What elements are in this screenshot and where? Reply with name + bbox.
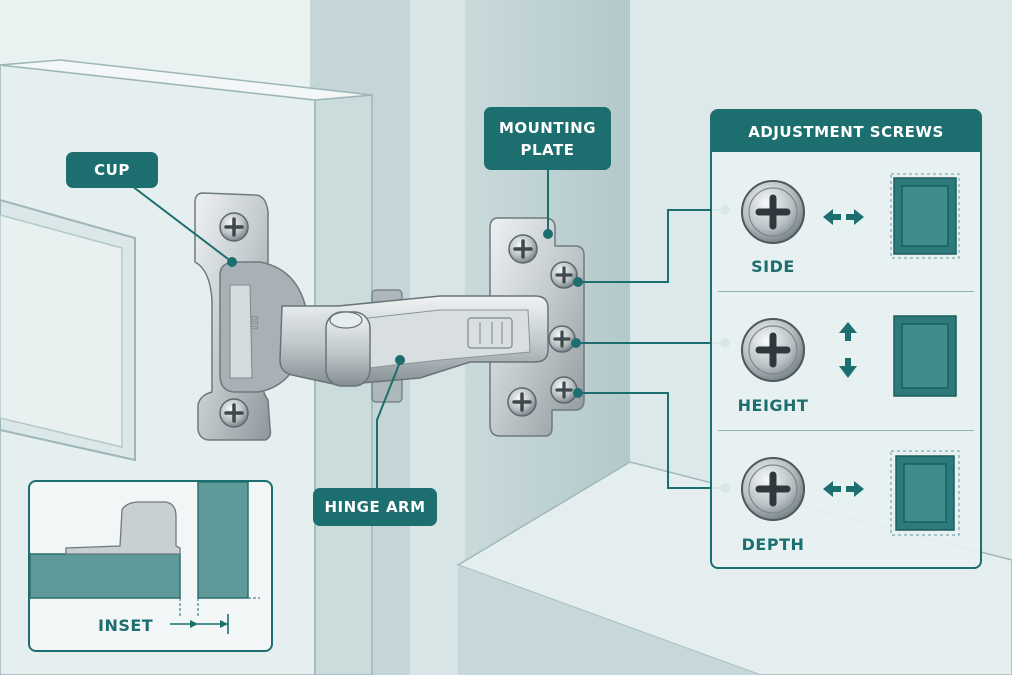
mounting-plate-label: MOUNTING PLATE	[484, 107, 611, 170]
cup-screw-top	[219, 212, 249, 242]
leader-side	[578, 209, 725, 283]
row-divider	[718, 291, 974, 292]
horizontal-arrows-icon	[823, 481, 864, 497]
cup-screw-bottom	[219, 398, 249, 428]
row-divider	[718, 430, 974, 431]
pivot-pin	[329, 311, 363, 329]
inset-frame-section	[197, 482, 249, 599]
inset-label: INSET	[98, 616, 154, 635]
side-adjust-screw	[550, 261, 578, 289]
inset-detail: INSET	[28, 480, 273, 652]
cup-inner	[229, 284, 253, 379]
leader-depth	[578, 392, 725, 489]
inset-arrow-icon	[220, 620, 228, 628]
cup-label: CUP	[66, 152, 158, 188]
depth-adjust-screw	[550, 376, 578, 404]
leader-lines	[131, 170, 725, 490]
vertical-arrows-icon	[839, 322, 857, 378]
depth-label: DEPTH	[741, 535, 805, 554]
cup-label-text: CUP	[94, 161, 130, 179]
door-panel-inner	[0, 214, 123, 448]
adjustment-panel-title: ADJUSTMENT SCREWS	[712, 111, 980, 152]
arm-slot	[467, 317, 513, 349]
height-label: HEIGHT	[737, 396, 809, 415]
adjustment-panel-graphics	[741, 173, 960, 536]
cup-stamp-mark: ▯▯▯	[250, 315, 260, 330]
plate-screw-top	[508, 234, 538, 264]
shelf-front	[458, 565, 760, 675]
cabinet-door-icon	[890, 173, 960, 259]
cabinet-door-icon	[890, 450, 960, 536]
plate-screw-bottom	[507, 387, 537, 417]
side-label: SIDE	[751, 257, 795, 276]
phillips-screw-icon	[741, 180, 805, 244]
horizontal-arrows-icon	[823, 209, 864, 225]
inset-arrow-icon	[190, 620, 198, 628]
height-adjust-screw	[548, 325, 576, 353]
phillips-screw-icon	[741, 457, 805, 521]
inset-hinge-profile	[65, 501, 181, 555]
leader-cup	[131, 185, 233, 263]
adjustment-screws-panel: ADJUSTMENT SCREWS	[710, 109, 982, 569]
phillips-screw-icon	[741, 318, 805, 382]
mounting-plate-label-line2: PLATE	[520, 140, 575, 159]
inset-door-section	[30, 553, 181, 599]
door-top	[0, 59, 373, 101]
inset-diagram	[30, 482, 260, 634]
leader-hinge-arm	[376, 361, 401, 490]
mounting-plate-label-line1: MOUNTING	[498, 118, 597, 137]
hinge-arm-label-text: HINGE ARM	[324, 498, 426, 516]
hinge-arm-label: HINGE ARM	[313, 488, 437, 526]
cabinet-door-icon	[893, 315, 957, 397]
